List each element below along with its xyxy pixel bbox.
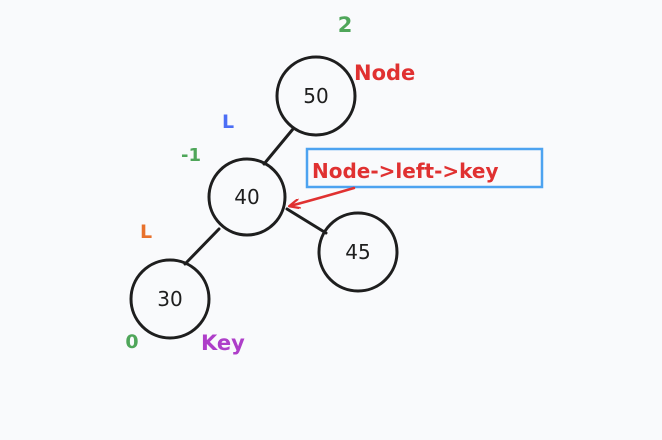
key-label: Key <box>201 331 245 355</box>
node-value: 30 <box>157 287 182 311</box>
edge-40-30 <box>183 227 221 266</box>
left-label-upper: L <box>222 111 234 133</box>
node-circle <box>129 258 211 340</box>
tree-node-30: 30 <box>129 258 211 340</box>
edge-50-40 <box>262 127 295 166</box>
balance-factor-40: -1 <box>181 145 201 166</box>
node-circle <box>207 157 287 237</box>
callout-box: Node->left->key <box>305 147 544 189</box>
left-label-lower: L <box>140 221 152 243</box>
node-label: Node <box>354 61 415 85</box>
tree-node-40: 40 <box>207 157 287 237</box>
balance-factor-30: 0 <box>125 331 138 353</box>
node-value: 40 <box>234 185 259 209</box>
node-circle <box>275 55 357 137</box>
node-value: 50 <box>303 84 328 108</box>
tree-node-45: 45 <box>317 211 399 293</box>
node-value: 45 <box>345 240 370 264</box>
edge-40-45 <box>285 207 328 235</box>
node-circle <box>317 211 399 293</box>
callout-border <box>305 147 544 189</box>
tree-node-50: 50 <box>275 55 357 137</box>
callout-text: Node->left->key <box>312 159 499 183</box>
balance-factor-50: 2 <box>338 13 353 37</box>
callout-arrow <box>290 186 356 206</box>
